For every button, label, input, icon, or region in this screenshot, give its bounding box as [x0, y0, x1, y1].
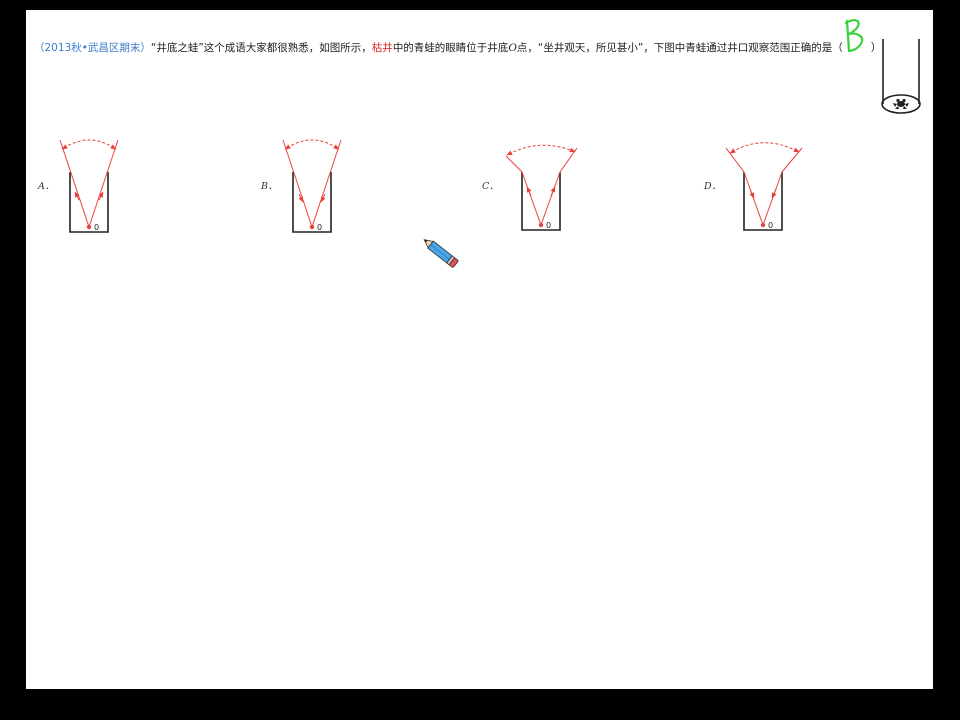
handwritten-answer	[843, 19, 871, 53]
pencil-cursor-icon	[423, 239, 459, 268]
option-d[interactable]: D． 0	[702, 136, 812, 246]
option-a-diagram: 0	[59, 139, 119, 233]
question-text-part-1: “井底之蛙”这个成语大家都很熟悉，如图所示，	[150, 42, 372, 54]
option-c[interactable]: C． 0	[480, 136, 590, 246]
question-source: （2013秋•武昌区期末）	[34, 42, 151, 54]
option-c-point-label: 0	[546, 221, 551, 230]
option-a-label: A．	[38, 181, 55, 192]
option-d-diagram: 0	[725, 142, 803, 231]
point-o-label: O	[508, 42, 517, 54]
option-b-diagram: 0	[282, 139, 342, 233]
well-with-frog-icon	[881, 39, 921, 114]
question-text-end: ）	[870, 42, 882, 54]
option-d-point-label: 0	[768, 221, 773, 230]
option-c-label: C．	[482, 181, 499, 192]
option-b[interactable]: B． 0	[259, 136, 359, 246]
option-a-point-label: 0	[94, 223, 99, 232]
highlighted-word: 枯井	[371, 42, 393, 54]
option-b-point-label: 0	[317, 223, 322, 232]
question-text-part-2: 中的青蛙的眼睛位于井底	[392, 42, 509, 54]
option-a[interactable]: A． 0	[36, 136, 136, 246]
option-b-label: B．	[261, 181, 278, 192]
option-c-diagram: 0	[505, 144, 578, 231]
option-d-label: D．	[704, 181, 722, 192]
handwritten-b-mark	[844, 19, 864, 53]
question-text: （2013秋•武昌区期末）“井底之蛙”这个成语大家都很熟悉，如图所示，枯井中的青…	[34, 19, 884, 59]
document-page: （2013秋•武昌区期末）“井底之蛙”这个成语大家都很熟悉，如图所示，枯井中的青…	[26, 10, 933, 689]
question-text-part-3: 点，“坐井观天，所见甚小”，下图中青蛙通过井口观察范围正确的是（	[516, 42, 843, 54]
